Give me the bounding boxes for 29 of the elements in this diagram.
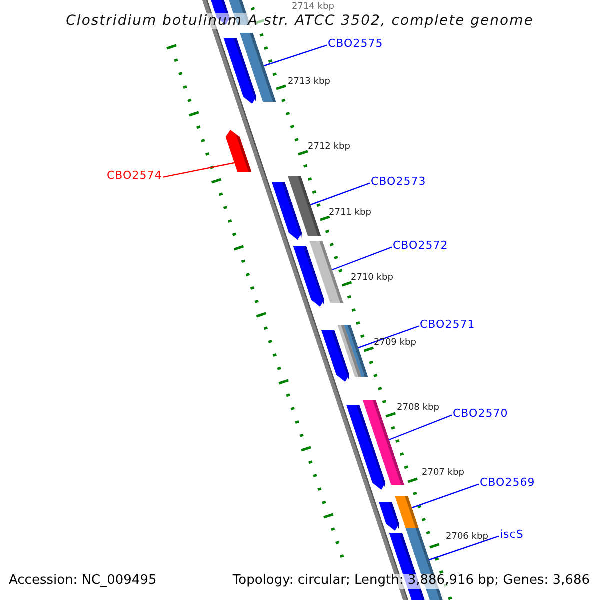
genome-info-text: Topology: circular; Length: 3,886,916 bp; Genes: 3,686 [232, 574, 590, 590]
leader-line [310, 182, 370, 206]
scale-label: 2711 kbp [329, 208, 372, 218]
scale-label: 2707 kbp [422, 468, 464, 478]
leader-line [163, 162, 235, 178]
gene-label: CBO2573 [371, 176, 426, 190]
gene-bar [338, 325, 368, 377]
gene-label: CBO2569 [480, 477, 536, 490]
gene-label: CBO2571 [420, 319, 476, 332]
gene-label: CBO2572 [393, 240, 448, 254]
leader-line [388, 414, 452, 441]
gene-label: CBO2570 [453, 408, 508, 422]
gene-label: CBO2575 [328, 38, 384, 52]
accession-text: Accession: NC_009495 [9, 574, 157, 590]
gene-bar [288, 176, 321, 236]
leader-line [332, 246, 392, 271]
gene-label: iscS [500, 529, 524, 542]
scale-label: 2713 kbp [288, 76, 330, 87]
gene-label: CBO2574 [107, 170, 162, 184]
leader-line [429, 536, 500, 561]
gene-bar [310, 241, 344, 303]
scale-label: 2708 kbp [397, 402, 440, 413]
gene-bar [226, 130, 252, 172]
gene-bar [240, 33, 276, 102]
leader-line [264, 44, 328, 67]
scale-label: 2706 kbp [446, 532, 488, 542]
leader-line [412, 484, 480, 509]
gene-bar [395, 496, 419, 528]
leader-line [358, 326, 420, 349]
